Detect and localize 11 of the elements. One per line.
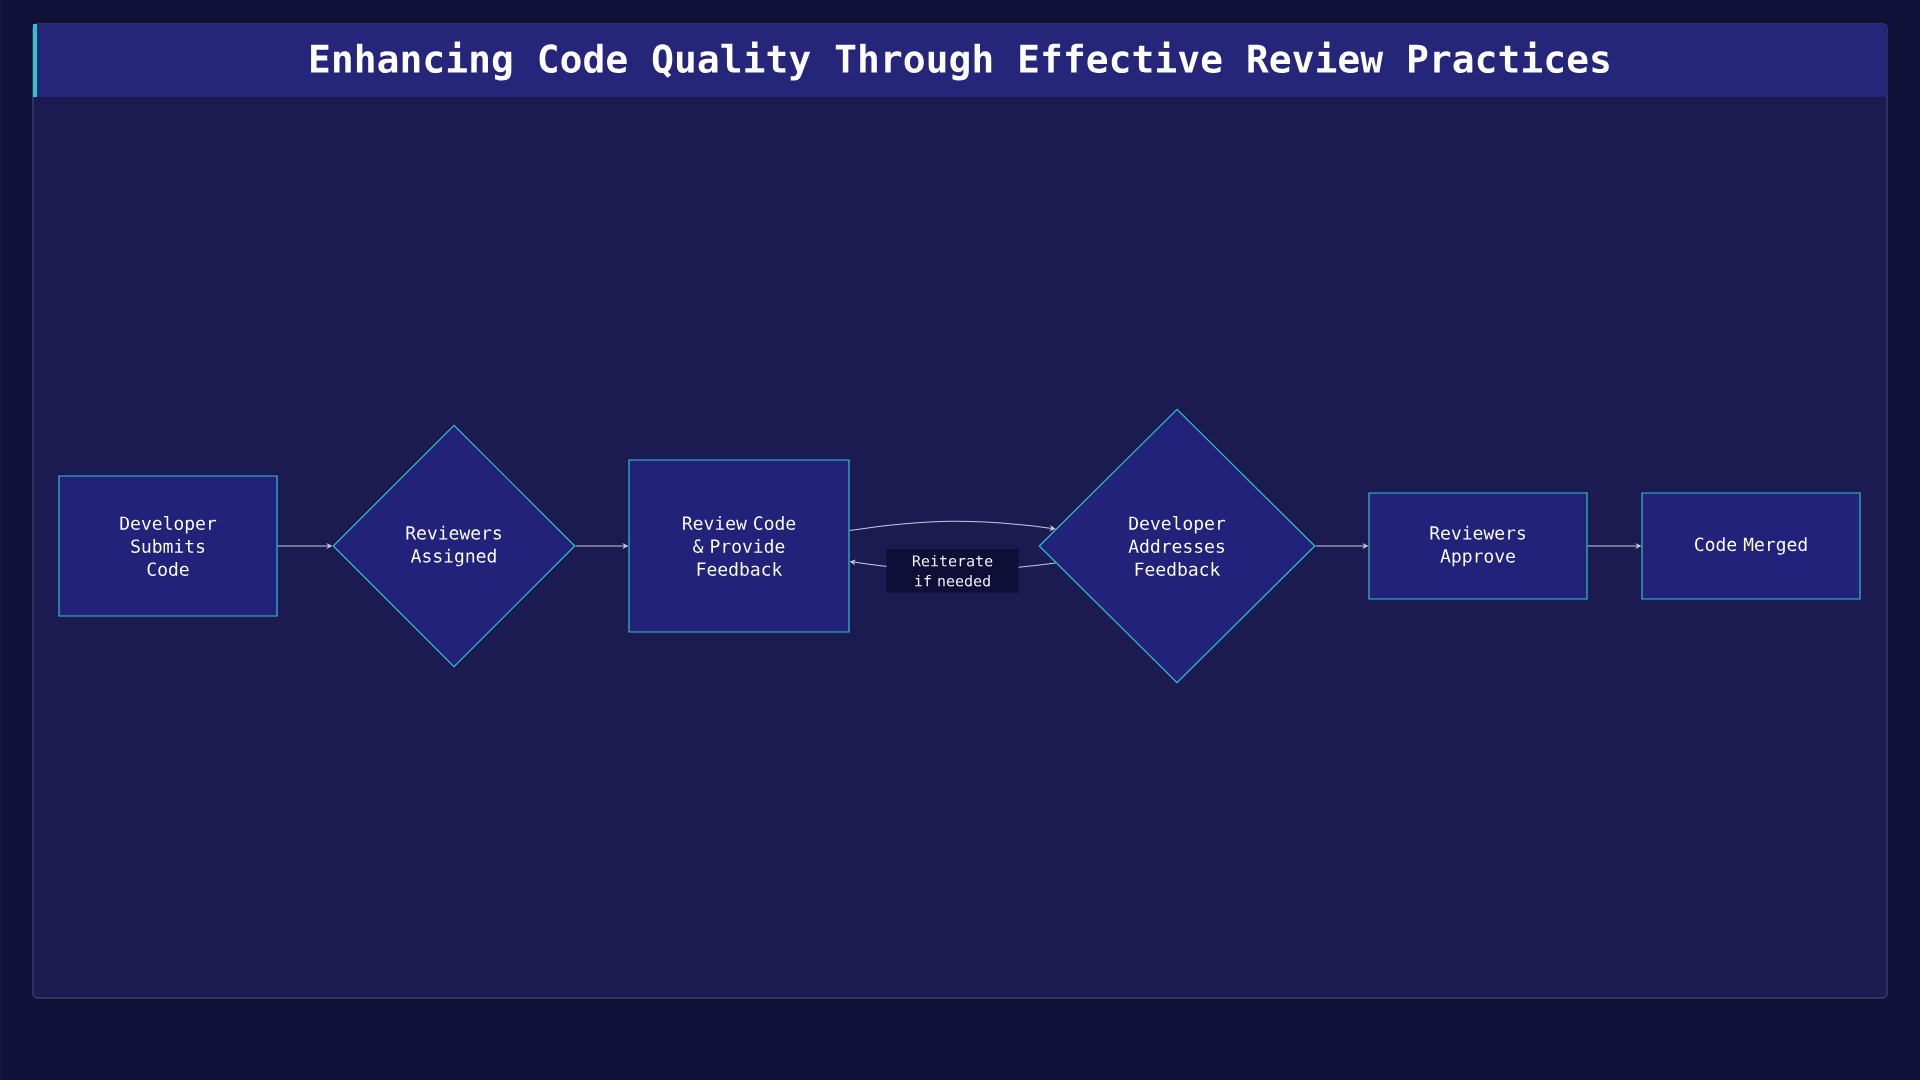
process-box: Developer Submits Code	[58, 475, 278, 617]
edge-label: Reiterate if needed	[886, 548, 1019, 593]
process-box: Review Code & Provide Feedback	[628, 459, 850, 633]
arrow	[277, 543, 332, 549]
arrow	[1587, 543, 1641, 549]
arrow	[1315, 543, 1368, 549]
arrow	[575, 543, 628, 549]
arrow	[849, 520, 1055, 531]
title-bar: Enhancing Code Quality Through Effective Review Practices	[33, 24, 1887, 97]
process-box: Code Merged	[1641, 492, 1861, 600]
process-box: Reviewers Approve	[1368, 492, 1588, 600]
